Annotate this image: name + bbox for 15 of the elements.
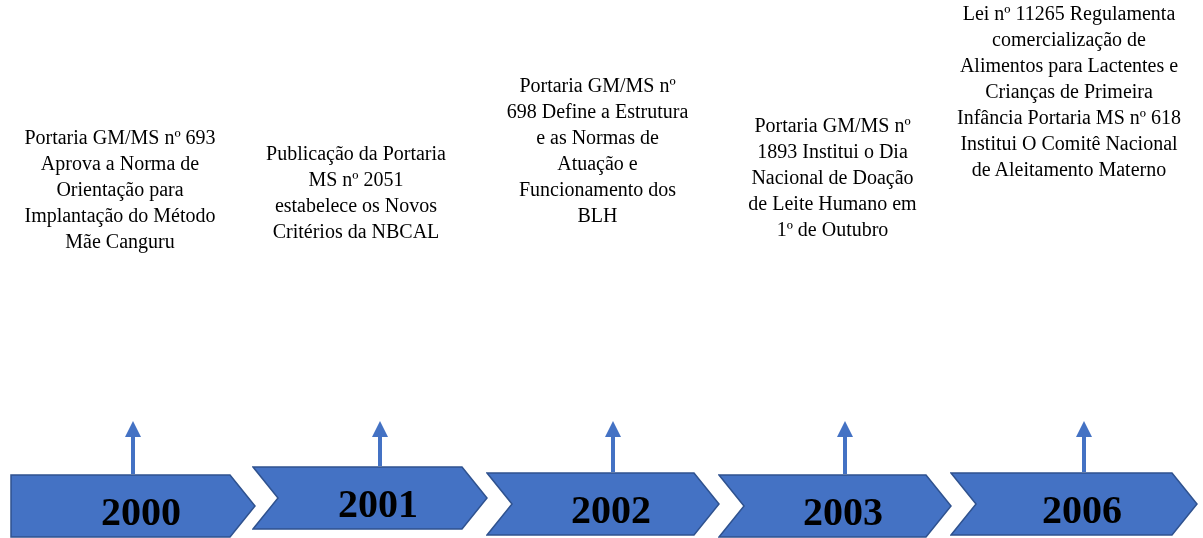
arrow <box>125 421 141 474</box>
arrow <box>372 421 388 466</box>
year-label: 2002 <box>570 486 651 530</box>
year-label: 2003 <box>802 488 883 532</box>
year-label: 2000 <box>100 488 181 532</box>
year-label: 2001 <box>337 480 418 524</box>
arrow <box>837 421 853 474</box>
arrow <box>605 421 621 472</box>
arrow <box>1076 421 1092 472</box>
year-label: 2006 <box>1041 486 1122 530</box>
event-text: Portaria GM/MS nº 693 Aprova a Norma de Orientação para Implantação do Método Mãe Canguru <box>23 125 217 254</box>
event-text: Publicação da Portaria MS nº 2051 estabelece os Novos Critérios da NBCAL <box>265 141 447 244</box>
event-text: Lei nº 11265 Regulamenta comercialização de Alimentos para Lactentes e Crianças de Primeira Infância Portaria MS nº 618 Institui O Comitê Nacional de Aleitamento Materno <box>956 1 1182 182</box>
event-text: Portaria GM/MS nº 1893 Institui o Dia Nacional de Doação de Leite Humano em 1º de Outubro <box>747 113 918 242</box>
event-text: Portaria GM/MS nº 698 Define a Estrutura e as Normas de Atuação e Funcionamento dos BLH <box>505 73 690 228</box>
